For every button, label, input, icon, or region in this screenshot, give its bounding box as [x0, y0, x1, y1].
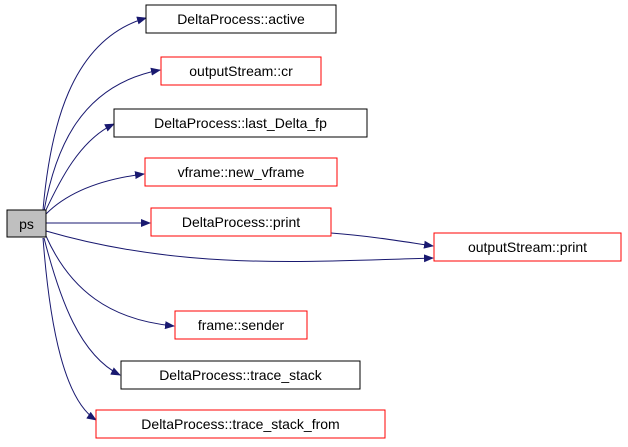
node-delta-active-label: DeltaProcess::active	[177, 11, 305, 27]
edges	[42, 16, 434, 421]
edge-ps-delta-active	[42, 16, 147, 211]
node-delta-active[interactable]: DeltaProcess::active	[145, 4, 337, 34]
node-delta-print-label: DeltaProcess::print	[182, 214, 300, 230]
node-vframe-new-vframe[interactable]: vframe::new_vframe	[144, 157, 338, 187]
edge-ps-delta-last-delta-fp	[44, 123, 115, 213]
node-delta-trace-stack-from-label: DeltaProcess::trace_stack_from	[141, 416, 339, 432]
edge-ps-delta-trace-stack-from	[42, 237, 97, 421]
node-outputstream-print[interactable]: outputStream::print	[433, 232, 622, 262]
node-frame-sender[interactable]: frame::sender	[174, 310, 308, 340]
node-ps-label: ps	[19, 216, 34, 232]
node-delta-trace-stack-from[interactable]: DeltaProcess::trace_stack_from	[95, 409, 386, 439]
node-outputstream-cr[interactable]: outputStream::cr	[160, 56, 322, 86]
node-delta-print[interactable]: DeltaProcess::print	[150, 207, 332, 237]
node-delta-last-delta-fp[interactable]: DeltaProcess::last_Delta_fp	[113, 108, 368, 138]
node-outputstream-cr-label: outputStream::cr	[189, 63, 293, 79]
node-vframe-new-vframe-label: vframe::new_vframe	[178, 164, 305, 180]
edge-ps-outputstream-cr	[43, 67, 161, 212]
node-delta-last-delta-fp-label: DeltaProcess::last_Delta_fp	[154, 115, 327, 131]
node-ps[interactable]: ps	[6, 209, 47, 238]
node-delta-trace-stack-label: DeltaProcess::trace_stack	[159, 367, 323, 383]
edge-ps-frame-sender	[45, 235, 175, 330]
edge-ps-delta-trace-stack	[43, 237, 121, 376]
node-outputstream-print-label: outputStream::print	[468, 239, 587, 255]
edge-delta-print-outputstream-print	[330, 232, 434, 249]
edge-ps-vframe-new-vframe	[45, 171, 145, 215]
node-frame-sender-label: frame::sender	[198, 317, 285, 333]
node-delta-trace-stack[interactable]: DeltaProcess::trace_stack	[120, 360, 361, 390]
edge-ps-outputstream-print	[45, 230, 434, 263]
